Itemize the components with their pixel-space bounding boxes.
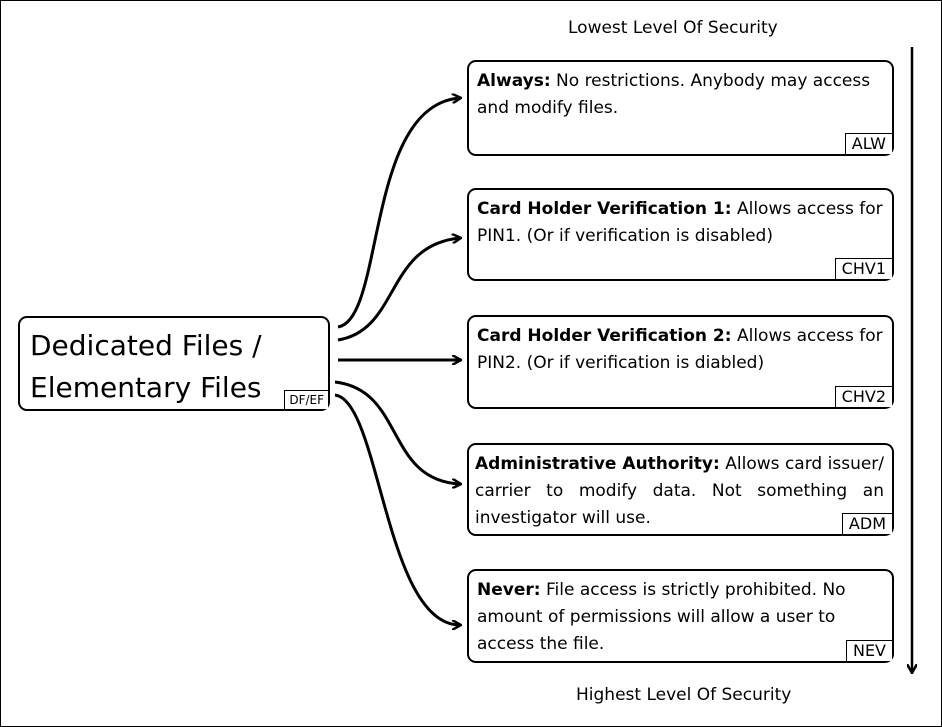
level-box-chv2: Card Holder Verification 2: Allows acces… xyxy=(467,315,894,409)
lowest-security-label: Lowest Level Of Security xyxy=(568,18,778,38)
level-tag: ALW xyxy=(844,133,892,154)
level-box-chv1: Card Holder Verification 1: Allows acces… xyxy=(467,188,894,281)
level-description: Always: No restrictions. Anybody may acc… xyxy=(477,71,871,118)
arrow-to-adm xyxy=(334,380,460,484)
level-description: Never: File access is strictly prohibite… xyxy=(477,580,846,654)
level-box-adm: Administrative Authority: Allows card is… xyxy=(467,443,894,536)
arrow-to-chv1 xyxy=(337,238,460,342)
level-tag: CHV1 xyxy=(834,258,892,279)
arrow-to-always xyxy=(337,98,460,329)
level-box-always: Always: No restrictions. Anybody may acc… xyxy=(467,60,894,156)
level-description: Card Holder Verification 2: Allows acces… xyxy=(477,326,883,373)
highest-security-label: Highest Level Of Security xyxy=(576,685,792,705)
level-description: Card Holder Verification 1: Allows acces… xyxy=(477,199,883,246)
level-description: Administrative Authority: Allows card is… xyxy=(475,454,885,528)
arrow-to-never xyxy=(334,393,460,625)
level-tag: ADM xyxy=(841,513,892,534)
level-tag: CHV2 xyxy=(834,386,892,407)
source-tag: DF/EF xyxy=(284,390,328,409)
source-files-box: Dedicated Files / Elementary Files DF/EF xyxy=(18,316,330,411)
source-line-1: Dedicated Files / xyxy=(30,329,262,362)
level-tag: NEV xyxy=(845,640,892,661)
level-box-never: Never: File access is strictly prohibite… xyxy=(467,569,894,663)
source-line-2: Elementary Files xyxy=(30,371,262,404)
